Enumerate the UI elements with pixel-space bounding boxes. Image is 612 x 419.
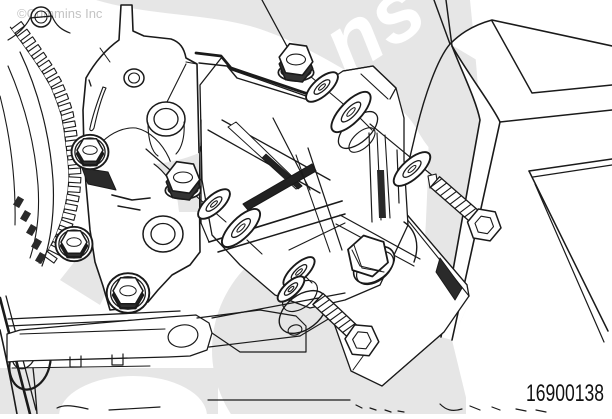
- svg-text:16900138: 16900138: [526, 380, 604, 407]
